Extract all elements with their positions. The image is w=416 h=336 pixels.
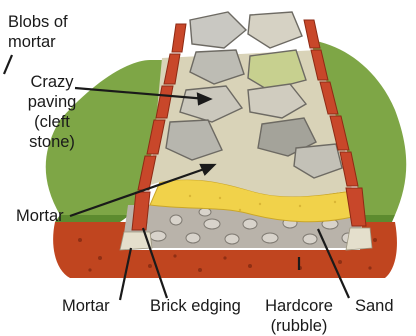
leader-blobs-of-mortar [4, 55, 12, 74]
label-blobs-of-mortar-line-1: Blobs of [8, 12, 68, 32]
label-crazy-paving-line-3: (cleft [20, 112, 84, 132]
label-blobs-of-mortar-line-2: mortar [8, 32, 68, 52]
label-crazy-paving-line-1: Crazy [20, 72, 84, 92]
label-mortar-bottom: Mortar [62, 296, 110, 316]
label-hardcore-line-1: Hardcore [258, 296, 340, 316]
label-sand: Sand [355, 296, 394, 316]
label-mortar-bottom-text: Mortar [62, 296, 110, 316]
label-brick-edging-text: Brick edging [150, 296, 241, 316]
label-mortar-side: Mortar [16, 206, 64, 226]
label-crazy-paving-line-4: stone) [20, 132, 84, 152]
label-hardcore: Hardcore (rubble) [258, 296, 340, 336]
label-sand-text: Sand [355, 296, 394, 316]
label-crazy-paving: Crazy paving (cleft stone) [20, 72, 84, 152]
mortar-haunch-right [346, 228, 372, 250]
label-mortar-side-text: Mortar [16, 206, 64, 226]
label-blobs-of-mortar: Blobs of mortar [8, 12, 68, 52]
label-brick-edging: Brick edging [150, 296, 241, 316]
label-hardcore-line-2: (rubble) [258, 316, 340, 336]
label-crazy-paving-line-2: paving [20, 92, 84, 112]
